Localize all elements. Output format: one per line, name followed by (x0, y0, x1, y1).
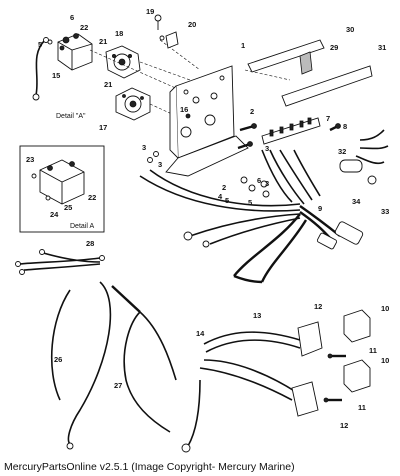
part-label-20: 20 (188, 20, 196, 29)
bolts (147, 123, 341, 198)
part-label-8: 8 (343, 122, 347, 131)
part-label-32: 32 (338, 147, 346, 156)
part-label-11b: 11 (358, 403, 366, 412)
part-label-23: 23 (26, 155, 34, 164)
part-label-2b: 2 (222, 183, 226, 192)
solenoid-detail-top (32, 33, 93, 101)
part-label-22b: 22 (88, 193, 96, 202)
part-label-33: 33 (381, 207, 389, 216)
part-label-6b: 6 (257, 176, 261, 185)
part-label-12: 12 (314, 302, 322, 311)
part-label-9: 9 (318, 204, 322, 213)
relays (323, 309, 371, 403)
part-label-4: 4 (218, 192, 223, 201)
detail-a-caption: Detail "A" (56, 113, 86, 120)
part-label-3c: 3 (158, 160, 162, 169)
switch-17 (115, 87, 151, 121)
copyright-footer: MercuryPartsOnline v2.5.1 (Image Copyrig… (4, 461, 295, 473)
strip-30 (247, 39, 325, 73)
part-label-11: 11 (369, 346, 377, 355)
part-label-26: 26 (54, 355, 62, 364)
part-label-21b: 21 (104, 80, 112, 89)
strip-31 (281, 51, 373, 107)
part-label-5: 5 (38, 40, 42, 49)
part-label-29: 29 (330, 43, 338, 52)
cable-28 (15, 249, 105, 275)
terminal-block (261, 117, 321, 145)
part-label-6: 6 (70, 13, 74, 22)
part-label-3: 3 (265, 144, 269, 153)
part-label-31: 31 (378, 43, 386, 52)
part-label-13: 13 (253, 311, 261, 320)
detail-a-inset (19, 145, 105, 233)
clip-19-20 (154, 14, 179, 49)
part-label-18: 18 (115, 29, 123, 38)
part-label-10b: 10 (381, 356, 389, 365)
part-label-16: 16 (180, 105, 188, 114)
part-label-25: 25 (64, 203, 72, 212)
part-label-5c: 5 (248, 198, 252, 207)
mounting-plate (165, 65, 249, 177)
part-label-22: 22 (80, 23, 88, 32)
main-harness (139, 149, 364, 284)
switch-18 (105, 45, 141, 79)
part-label-30: 30 (346, 25, 354, 34)
part-label-1: 1 (241, 41, 245, 50)
part-label-34: 34 (352, 197, 361, 206)
part-label-15: 15 (52, 71, 60, 80)
part-label-7: 7 (326, 114, 330, 123)
part-label-17: 17 (99, 123, 107, 132)
part-label-2: 2 (250, 107, 254, 116)
cable-27 (111, 285, 177, 433)
detail-a-inset-caption: Detail A (70, 223, 94, 230)
part-label-27: 27 (114, 381, 122, 390)
part-label-5b: 5 (225, 196, 229, 205)
part-number-labels: 1 2 2 3 3 3 3 4 5 5 5 6 6 7 8 9 10 10 11… (26, 7, 389, 430)
fuse-holder (339, 129, 389, 185)
part-label-10: 10 (381, 304, 389, 313)
part-label-24: 24 (50, 210, 59, 219)
part-label-21: 21 (99, 37, 107, 46)
cable-26 (50, 281, 112, 450)
part-label-3b: 3 (142, 143, 146, 152)
part-label-12b: 12 (340, 421, 348, 430)
part-label-14: 14 (196, 329, 205, 338)
harness-lower (181, 321, 323, 453)
part-label-28: 28 (86, 239, 94, 248)
part-label-19: 19 (146, 7, 154, 16)
part-label-3d: 3 (265, 179, 269, 188)
